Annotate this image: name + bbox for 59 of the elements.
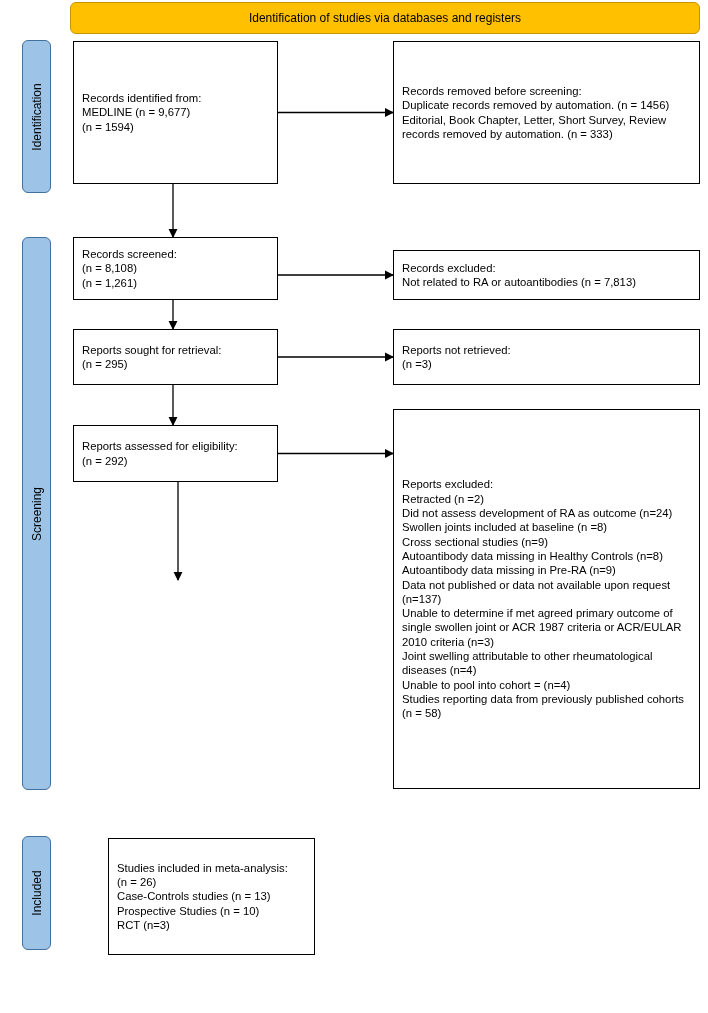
stage-band — [22, 237, 51, 790]
section-banner — [70, 2, 700, 34]
process-box — [73, 237, 278, 300]
box-text: (n = 295) — [82, 357, 129, 372]
banner-title: Identification of studies via databases and registers — [248, 11, 522, 25]
process-box — [108, 838, 315, 955]
arrow — [277, 107, 394, 118]
box-text: Unable to determine if met agreed primary outcome of single swollen joint or ACR 1987 criteria or ACR/EULAR 2010 criteria (n=3) — [402, 606, 683, 650]
box-text: Swollen joints included at baseline (n =8) — [402, 520, 609, 535]
box-text: Studies reporting data from previously published cohorts (n = 58) — [402, 691, 685, 721]
process-box — [73, 41, 278, 184]
box-text: Autoantibody data missing in Healthy Controls (n=8) — [402, 548, 664, 564]
box-heading: Reports excluded: — [402, 477, 495, 492]
box-text: (n = 1,261) — [82, 275, 138, 290]
box-text: (n = 26) — [117, 875, 158, 890]
box-text: Unable to pool into cohort = (n=4) — [402, 677, 572, 692]
stage-label: Included — [29, 870, 44, 916]
box-heading: Reports sought for retrieval: — [82, 342, 223, 357]
box-text: Duplicate records removed by automation. (n = 1456) — [402, 98, 671, 113]
process-box — [73, 329, 278, 385]
arrow — [277, 270, 394, 280]
box-text: Prospective Studies (n = 10) — [117, 903, 261, 918]
arrow — [277, 448, 394, 459]
process-box — [393, 409, 700, 789]
arrow — [168, 299, 178, 330]
box-text: Autoantibody data missing in Pre-RA (n=9) — [402, 563, 617, 578]
box-heading: Records screened: — [82, 247, 178, 262]
box-heading: Records identified from: — [82, 91, 203, 106]
process-box — [73, 425, 278, 482]
box-text: Not related to RA or autoantibodies (n = 7,813) — [402, 275, 637, 290]
box-text: Retracted (n =2) — [402, 491, 485, 507]
box-text: (n = 1594) — [82, 119, 135, 134]
box-heading: Studies included in meta-analysis: — [117, 860, 289, 876]
process-box — [393, 329, 700, 385]
arrow — [277, 352, 394, 362]
box-text: Joint swelling attributable to other rheumatological diseases (n=4) — [402, 649, 654, 678]
box-text: (n = 292) — [82, 453, 129, 468]
process-box — [393, 250, 700, 300]
stage-band — [22, 40, 51, 193]
box-text: Did not assess development of RA as outcome (n=24) — [402, 506, 674, 521]
box-heading: Records removed before screening: — [402, 83, 583, 99]
box-heading: Reports not retrieved: — [402, 342, 512, 357]
box-heading: Records excluded: — [402, 260, 497, 275]
stage-label: Screening — [29, 486, 44, 541]
stage-band — [22, 836, 51, 950]
box-text: (n =3) — [402, 357, 433, 372]
process-box — [393, 41, 700, 184]
box-text: MEDLINE (n = 9,677) — [82, 105, 192, 120]
stage-label: Identification — [29, 82, 44, 151]
box-heading: Reports assessed for eligibility: — [82, 439, 239, 454]
box-text: Cross sectional studies (n=9) — [402, 534, 549, 549]
box-text: Editorial, Book Chapter, Letter, Short Survey, Review records removed by automation. (n = 333) — [402, 112, 668, 142]
box-text: Case-Controls studies (n = 13) — [117, 889, 272, 904]
box-text: RCT (n=3) — [117, 917, 171, 933]
arrow — [168, 384, 178, 426]
box-text: Data not published or data not available upon request (n=137) — [402, 577, 672, 607]
arrow — [168, 183, 178, 238]
box-text: (n = 8,108) — [82, 261, 138, 276]
arrow — [173, 481, 183, 581]
